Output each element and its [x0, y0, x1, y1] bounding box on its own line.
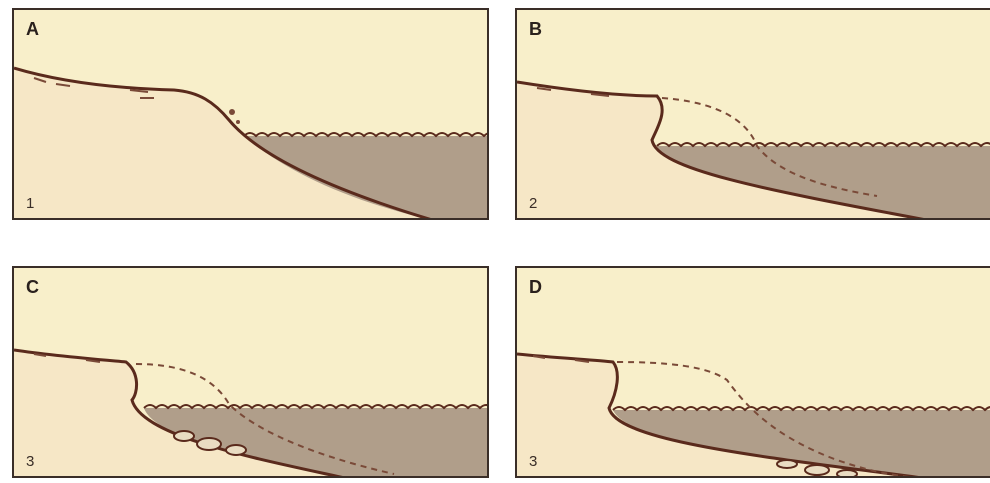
panel-number: 3 — [529, 453, 537, 470]
panel-number: 3 — [26, 453, 34, 470]
water-surface — [657, 143, 990, 146]
cliff-diagram-d — [517, 268, 990, 478]
cliff-diagram-b — [517, 10, 990, 220]
panel-letter: A — [26, 19, 39, 40]
water-surface — [244, 133, 489, 136]
panel-d: D 3 — [515, 266, 990, 478]
panel-c: C 3 — [12, 266, 489, 478]
panel-number: 2 — [529, 195, 537, 212]
cliff-diagram-a — [14, 10, 489, 220]
panel-a: A 1 — [12, 8, 489, 220]
panel-number: 1 — [26, 195, 34, 212]
water-surface — [144, 405, 489, 408]
panel-letter: B — [529, 19, 542, 40]
panel-b: B 2 — [515, 8, 990, 220]
water-surface — [613, 407, 990, 410]
cliff-diagram-c — [14, 268, 489, 478]
panel-letter: C — [26, 277, 39, 298]
panel-letter: D — [529, 277, 542, 298]
